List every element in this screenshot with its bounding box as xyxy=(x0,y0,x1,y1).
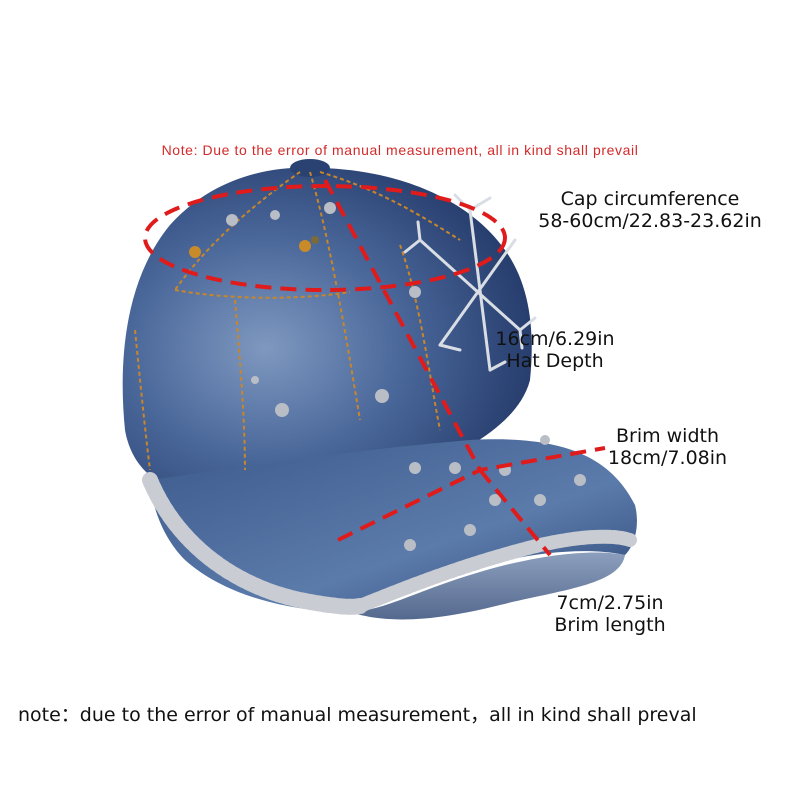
top-measurement-note: Note: Due to the error of manual measure… xyxy=(161,142,639,158)
circumference-title: Cap circumference xyxy=(560,188,740,210)
depth-label: 16cm/6.29in Hat Depth xyxy=(475,328,635,372)
brim-width-label: Brim width 18cm/7.08in xyxy=(590,425,745,469)
cap-brim-underside xyxy=(350,552,625,620)
measurement-guides xyxy=(143,179,606,557)
depth-title: Hat Depth xyxy=(506,350,604,372)
circumference-value: 58-60cm/22.83-23.62in xyxy=(538,210,762,232)
crown-studs xyxy=(226,202,586,551)
brim-length-title: Brim length xyxy=(554,614,666,636)
brim-rhinestone-band xyxy=(142,472,637,615)
bottom-measurement-note: note：due to the error of manual measurem… xyxy=(18,704,697,726)
depth-value: 16cm/6.29in xyxy=(495,328,615,350)
brim-width-value: 18cm/7.08in xyxy=(607,447,728,469)
brim-width-title: Brim width xyxy=(615,425,720,447)
brim-length-label: 7cm/2.75in Brim length xyxy=(545,592,675,636)
cap-brim xyxy=(150,439,637,612)
brim-length-value: 7cm/2.75in xyxy=(556,592,664,614)
circumference-label: Cap circumference 58-60cm/22.83-23.62in xyxy=(525,188,775,232)
